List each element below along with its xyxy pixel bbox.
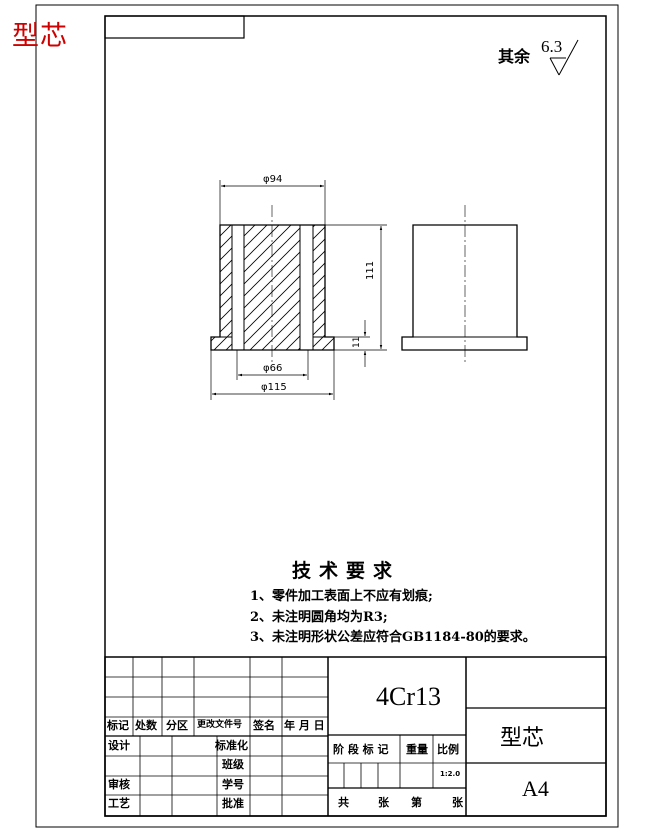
header-change-doc: 更改文件号: [197, 720, 243, 730]
role-review: 审核: [108, 778, 130, 791]
stage-mark-label: 阶 段 标 记: [333, 743, 389, 756]
approval-student-id: 学号: [222, 778, 244, 791]
sheets-unit-2: 张: [452, 796, 463, 809]
header-signature: 签名: [253, 719, 275, 732]
header-mark: 标记: [107, 719, 129, 732]
ratio-label: 比例: [437, 743, 459, 756]
part-name: 型芯: [500, 726, 545, 751]
sheet-size: A4: [522, 776, 549, 801]
approval-approve: 批准: [222, 797, 244, 810]
sheets-number: 第: [411, 796, 422, 809]
header-count: 处数: [135, 719, 157, 732]
title-block-grid: [104, 656, 607, 817]
drawing-title: 型芯: [12, 21, 68, 52]
material-label: 4Cr13: [376, 682, 441, 711]
outer-border: [35, 4, 619, 828]
dim-flange-diameter: φ115: [261, 382, 287, 393]
header-date: 年 月 日: [284, 719, 325, 732]
approval-class: 班级: [222, 758, 244, 771]
inner-border: [104, 15, 607, 817]
code-box: [104, 15, 245, 39]
surface-finish-value: 6.3: [541, 37, 563, 56]
side-view: [401, 205, 528, 362]
sheets-unit: 张: [378, 796, 389, 809]
front-section-view: [210, 205, 335, 362]
weight-label: 重量: [406, 743, 428, 756]
header-zone: 分区: [166, 719, 188, 732]
requirement-item: 3、未注明形状公差应符合GB1184-80的要求。: [250, 630, 536, 645]
dim-height: 111: [365, 260, 376, 280]
requirement-item: 1、零件加工表面上不应有划痕;: [250, 589, 433, 604]
dim-top-diameter: φ94: [263, 174, 283, 185]
approval-standardization: 标准化: [215, 739, 248, 752]
role-process: 工艺: [108, 797, 130, 810]
requirements-title: 技术要求: [292, 560, 401, 582]
surface-finish-label: 其余: [498, 47, 531, 66]
sheets-total: 共: [338, 796, 349, 809]
scale-value: 1:2.0: [440, 770, 461, 778]
role-design: 设计: [108, 739, 130, 752]
dim-flange-thickness: 11: [352, 336, 362, 348]
requirement-item: 2、未注明圆角均为R3;: [250, 610, 388, 625]
dimension-lines: [210, 180, 387, 400]
dim-inner-diameter: φ66: [263, 363, 283, 374]
roughness-symbol: [549, 39, 579, 76]
